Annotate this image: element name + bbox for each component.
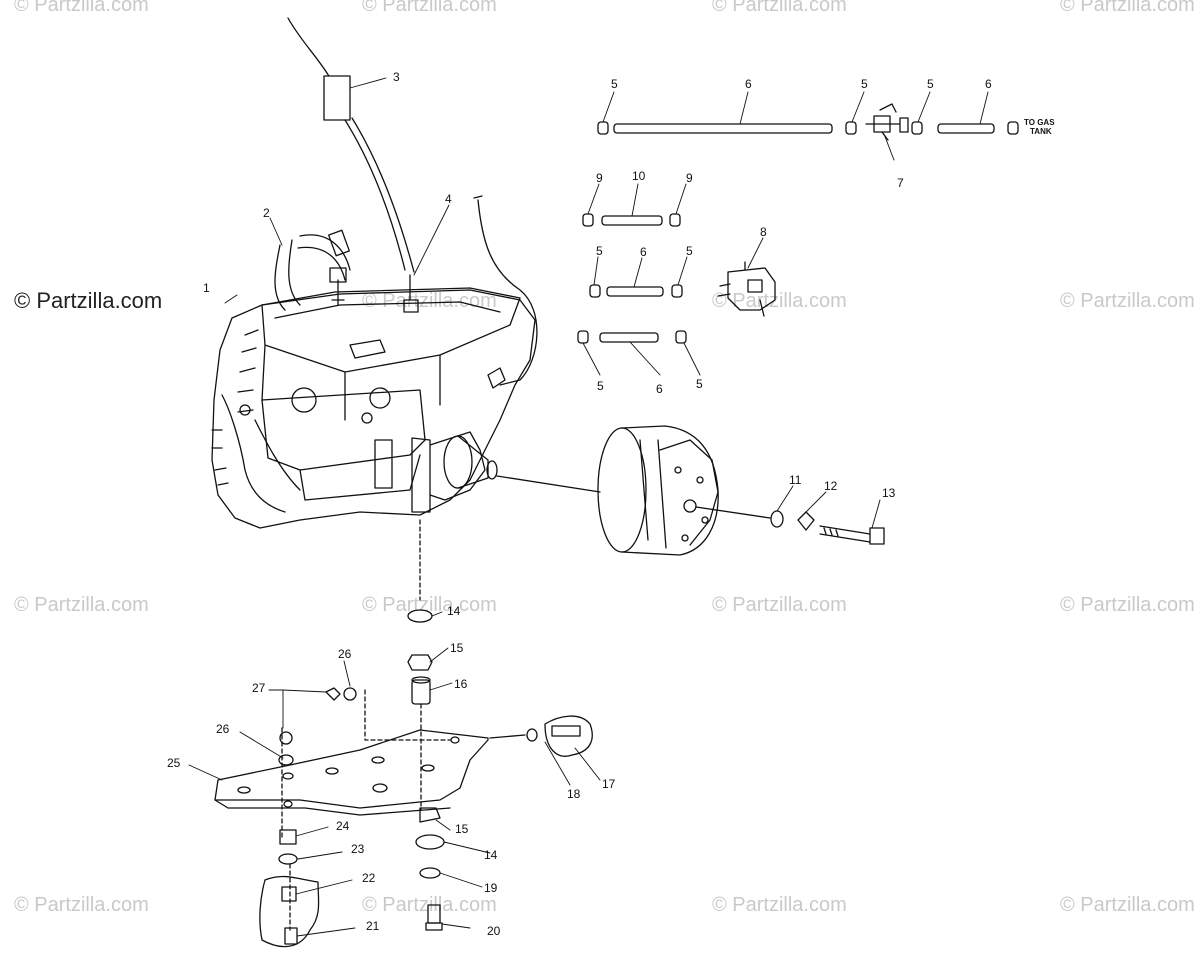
- drive-clutch: [496, 425, 885, 556]
- fuel-line-set-5-6-a: [589, 284, 683, 298]
- watermark: © Partzilla.com: [712, 0, 847, 16]
- callout-21: 21: [366, 919, 380, 933]
- bolt-spacer-17-18: [489, 715, 593, 757]
- callout-14: 14: [484, 848, 498, 862]
- callout-16: 16: [454, 677, 468, 691]
- callout-6: 6: [985, 77, 992, 91]
- fuel-pump: [717, 261, 776, 317]
- callout-3: 3: [393, 70, 400, 84]
- callout-5: 5: [927, 77, 934, 91]
- watermark: © Partzilla.com: [1060, 0, 1195, 16]
- watermark: © Partzilla.com: [362, 290, 497, 312]
- callout-9: 9: [596, 171, 603, 185]
- callout-8: 8: [760, 225, 767, 239]
- watermark: © Partzilla.com: [1060, 290, 1195, 312]
- callout-15: 15: [455, 822, 469, 836]
- callout-5: 5: [686, 244, 693, 258]
- watermark: © Partzilla.com: [362, 0, 497, 16]
- callout-13: 13: [882, 486, 896, 500]
- callout-2: 2: [263, 206, 270, 220]
- callout-4: 4: [445, 192, 452, 206]
- watermark: © Partzilla.com: [712, 594, 847, 616]
- callout-15: 15: [450, 641, 464, 655]
- callout-5: 5: [596, 244, 603, 258]
- callout-7: 7: [897, 176, 904, 190]
- callout-17: 17: [602, 777, 616, 791]
- callout-19: 19: [484, 881, 498, 895]
- callout-5: 5: [597, 379, 604, 393]
- callout-27: 27: [252, 681, 266, 695]
- callout-9: 9: [686, 171, 693, 185]
- callout-14: 14: [447, 604, 461, 618]
- watermark: © Partzilla.com: [14, 894, 149, 916]
- callout-22: 22: [362, 871, 376, 885]
- gas-tank-note-line2: TANK: [1030, 127, 1052, 136]
- callout-5: 5: [696, 377, 703, 391]
- callout-25: 25: [167, 756, 181, 770]
- callout-24: 24: [336, 819, 350, 833]
- callout-26: 26: [216, 722, 230, 736]
- watermark: © Partzilla.com: [14, 594, 149, 616]
- watermark: © Partzilla.com: [14, 0, 149, 16]
- spark-plug-wires: [274, 229, 351, 311]
- nut-washer-26-27: [325, 687, 357, 701]
- gas-tank-note-line1: TO GAS: [1024, 118, 1055, 127]
- watermark: © Partzilla.com: [362, 594, 497, 616]
- callout-5: 5: [861, 77, 868, 91]
- callout-6: 6: [656, 382, 663, 396]
- watermark: © Partzilla.com: [1060, 594, 1195, 616]
- fuel-line-set-5-6-b: [577, 330, 687, 344]
- callout-18: 18: [567, 787, 581, 801]
- engine-bracket: [214, 689, 489, 816]
- fuel-line-top: [597, 103, 1019, 141]
- engine-block: [211, 195, 538, 529]
- callout-numbers: 1 2 3 4 5 6 5 5 6 7 8 9 10 9 5 6 5 5 6 5…: [167, 70, 1055, 938]
- callout-26: 26: [338, 647, 352, 661]
- watermark: © Partzilla.com: [712, 894, 847, 916]
- callout-6: 6: [640, 245, 647, 259]
- callout-23: 23: [351, 842, 365, 856]
- watermark: © Partzilla.com: [712, 290, 847, 312]
- leader-lines: [188, 77, 989, 937]
- fuel-line-set-9-10: [582, 213, 681, 227]
- callout-10: 10: [632, 169, 646, 183]
- watermark: © Partzilla.com: [1060, 894, 1195, 916]
- callout-6: 6: [745, 77, 752, 91]
- callout-11: 11: [789, 473, 802, 487]
- throttle-cable: [287, 17, 415, 273]
- callout-5: 5: [611, 77, 618, 91]
- callout-1: 1: [203, 281, 210, 295]
- callout-20: 20: [487, 924, 501, 938]
- callout-12: 12: [824, 479, 838, 493]
- mount-stack-right: [407, 519, 445, 931]
- watermark-primary: © Partzilla.com: [14, 288, 163, 313]
